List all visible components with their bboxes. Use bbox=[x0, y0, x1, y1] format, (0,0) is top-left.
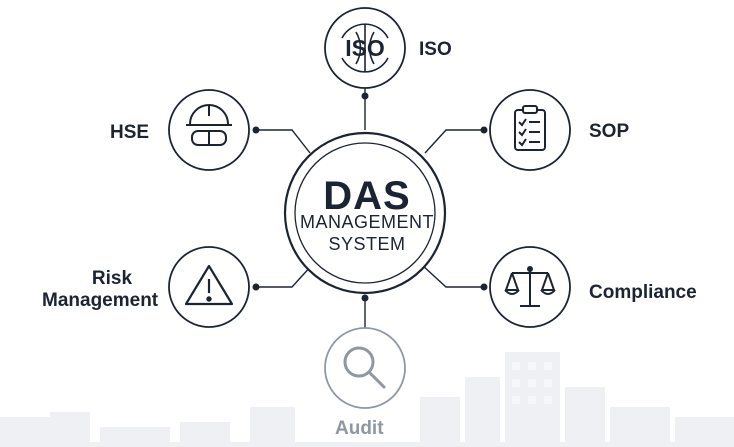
center-subtitle-line2: SYSTEM bbox=[328, 234, 406, 254]
hse-node bbox=[168, 89, 250, 171]
connector-dots bbox=[252, 92, 488, 302]
city-skyline-background bbox=[0, 352, 734, 447]
center-node bbox=[283, 131, 447, 295]
warning-triangle-icon bbox=[184, 264, 234, 306]
iso-node: ISO bbox=[324, 7, 406, 89]
connector-lines bbox=[256, 80, 484, 330]
risk-label-line1: Risk bbox=[91, 268, 133, 289]
scales-of-justice-icon bbox=[504, 266, 556, 307]
iso-badge-text: ISO bbox=[345, 35, 385, 61]
compliance-node bbox=[489, 246, 571, 328]
safety-helmet-goggles-icon bbox=[186, 104, 232, 146]
checklist-clipboard-icon bbox=[514, 105, 546, 151]
magnifying-glass-icon bbox=[343, 346, 386, 389]
audit-label: Audit bbox=[335, 418, 384, 439]
sop-node bbox=[489, 89, 571, 171]
audit-node bbox=[324, 327, 406, 409]
compliance-label: Compliance bbox=[589, 282, 697, 303]
hse-label: HSE bbox=[110, 122, 150, 143]
center-title: DAS bbox=[323, 174, 411, 218]
iso-label: ISO bbox=[419, 39, 452, 60]
risk-label-line2: Management bbox=[42, 290, 159, 311]
iso-globe-icon bbox=[341, 23, 389, 73]
center-subtitle-line1: MANAGEMENT bbox=[299, 212, 434, 232]
risk-node bbox=[168, 246, 250, 328]
sop-label: SOP bbox=[589, 121, 630, 142]
